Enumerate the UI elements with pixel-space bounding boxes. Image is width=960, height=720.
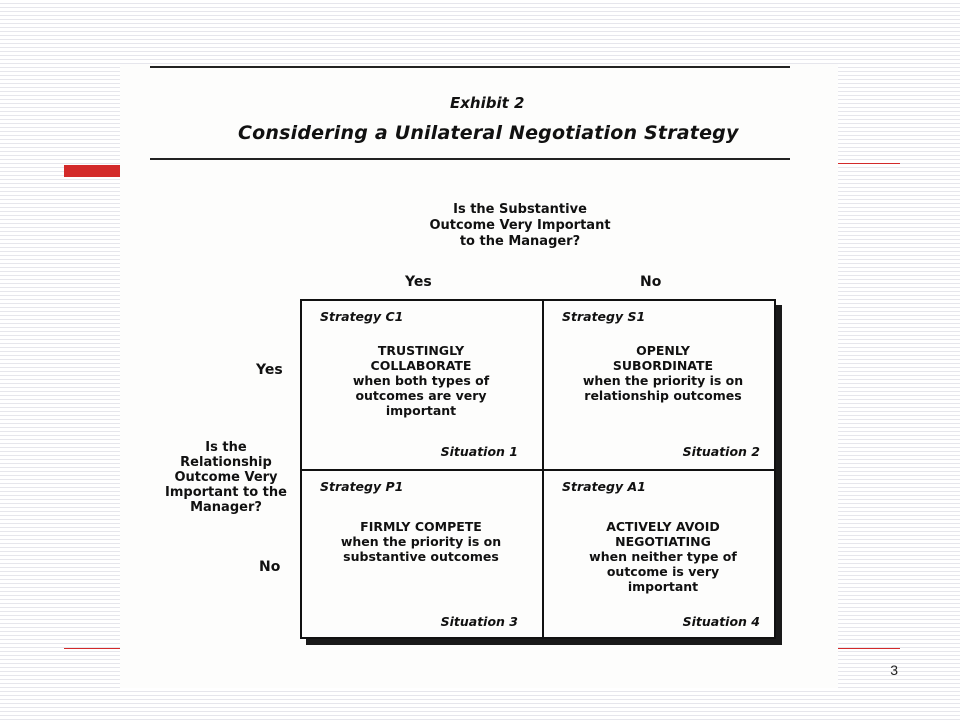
exhibit-label: Exhibit 2 <box>450 94 525 112</box>
title-rule <box>150 158 790 160</box>
strategy-description: when both types of <box>352 373 490 388</box>
strategy-headline: OPENLY SUBORDINATE when the priority is … <box>544 343 782 403</box>
row-header-no: No <box>259 559 281 575</box>
grid-horizontal-divider <box>302 469 774 471</box>
strategy-description: when the priority is on <box>340 534 502 549</box>
strategy-label: Strategy P1 <box>320 479 404 494</box>
column-question: Is the Substantive Outcome Very Importan… <box>429 202 611 249</box>
slide-accent-line-top <box>838 163 900 164</box>
exhibit-title: Considering a Unilateral Negotiation Str… <box>238 122 739 144</box>
strategy-headline: TRUSTINGLY COLLABORATE when both types o… <box>302 343 540 418</box>
column-header-yes: Yes <box>405 274 432 290</box>
strategy-description: when neither type of <box>589 549 737 564</box>
row-question: Is the Relationship Outcome Very Importa… <box>165 440 287 515</box>
strategy-headline: ACTIVELY AVOID NEGOTIATING when neither … <box>544 519 782 594</box>
strategy-grid: Strategy C1 TRUSTINGLY COLLABORATE when … <box>300 299 776 639</box>
page-number: 3 <box>890 662 898 678</box>
top-rule <box>150 66 790 68</box>
cell-strategy-c1: Strategy C1 TRUSTINGLY COLLABORATE when … <box>302 301 540 469</box>
cell-strategy-p1: Strategy P1 FIRMLY COMPETE when the prio… <box>302 471 540 639</box>
column-header-no: No <box>640 274 662 290</box>
situation-label: Situation 3 <box>440 614 518 629</box>
situation-label: Situation 4 <box>682 614 760 629</box>
strategy-label: Strategy S1 <box>562 309 646 324</box>
cell-strategy-s1: Strategy S1 OPENLY SUBORDINATE when the … <box>544 301 782 469</box>
strategy-description: when the priority is on <box>582 373 744 388</box>
slide-accent-line-bottom-right <box>838 648 900 649</box>
strategy-label: Strategy A1 <box>562 479 646 494</box>
cell-strategy-a1: Strategy A1 ACTIVELY AVOID NEGOTIATING w… <box>544 471 782 639</box>
strategy-label: Strategy C1 <box>320 309 404 324</box>
exhibit-scan: Exhibit 2 Considering a Unilateral Negot… <box>120 64 838 688</box>
strategy-headline: FIRMLY COMPETE when the priority is on s… <box>302 519 540 564</box>
slide-accent-line-bottom-left <box>64 648 120 649</box>
situation-label: Situation 1 <box>440 444 518 459</box>
row-header-yes: Yes <box>256 362 283 378</box>
situation-label: Situation 2 <box>682 444 760 459</box>
slide-accent-bar <box>64 165 124 177</box>
